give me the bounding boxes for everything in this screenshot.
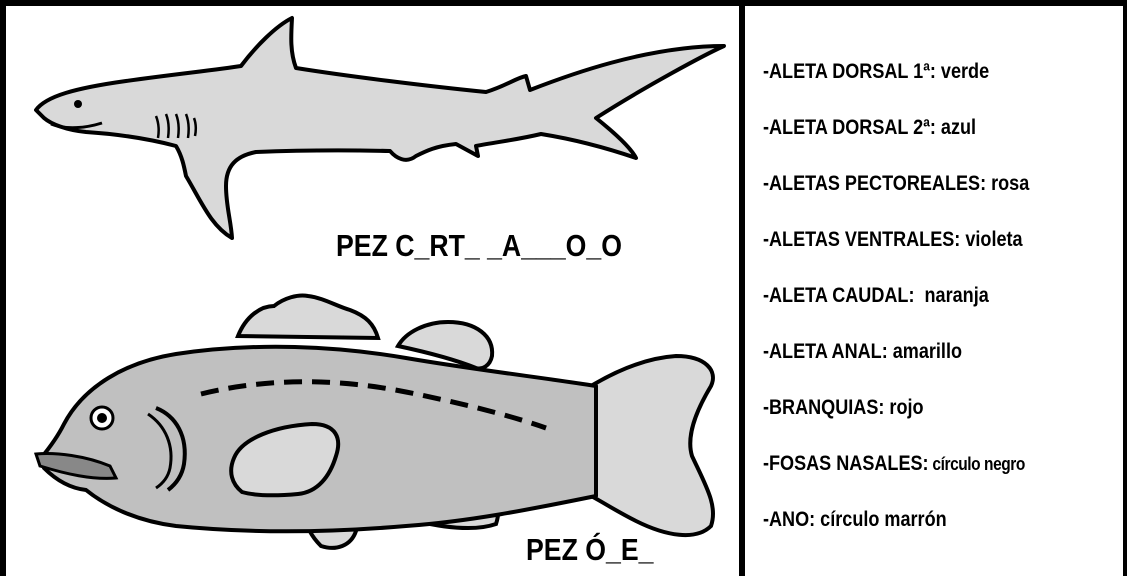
- bass-illustration: [6, 6, 739, 576]
- legend-value: azul: [936, 116, 976, 139]
- legend-label: -ANO:: [763, 508, 815, 531]
- legend-item-anal: -ALETA ANAL: amarillo: [763, 340, 962, 364]
- legend-value: violeta: [960, 228, 1022, 251]
- legend-value: naranja: [914, 284, 988, 307]
- legend-item-dorsal-2: -ALETA DORSAL 2ª: azul: [763, 116, 976, 140]
- bass-tail: [591, 356, 713, 535]
- bass-pupil: [97, 413, 107, 423]
- legend-value: amarillo: [888, 340, 962, 363]
- legend-item-dorsal-1: -ALETA DORSAL 1ª: verde: [763, 60, 989, 84]
- bass-caption: PEZ Ó_E_: [526, 532, 653, 568]
- legend-value: rojo: [884, 396, 923, 419]
- legend-item-ventral: -ALETAS VENTRALES: violeta: [763, 228, 1023, 252]
- legend-item-nostrils: -FOSAS NASALES: círculo negro: [763, 452, 1025, 476]
- legend-item-anus: -ANO: círculo marrón: [763, 508, 947, 532]
- bass-dorsal-fin: [238, 295, 378, 338]
- legend-value: verde: [936, 60, 989, 83]
- illustration-panel: PEZ C_RT_ _A___O_O PEZ Ó_E_: [6, 6, 739, 576]
- legend-label: -ALETA CAUDAL:: [763, 284, 914, 307]
- legend-label: -ALETA ANAL:: [763, 340, 888, 363]
- legend-label: -FOSAS NASALES:: [763, 452, 929, 475]
- legend-label: -ALETAS PECTOREALES:: [763, 172, 986, 195]
- legend-item-gills: -BRANQUIAS: rojo: [763, 396, 924, 420]
- legend-value: círculo negro: [929, 454, 1025, 474]
- legend-label: -ALETAS VENTRALES:: [763, 228, 960, 251]
- legend-label: -BRANQUIAS:: [763, 396, 884, 419]
- legend-label: -ALETA DORSAL 2ª:: [763, 116, 936, 139]
- legend-item-caudal: -ALETA CAUDAL: naranja: [763, 284, 989, 308]
- legend-value: rosa: [986, 172, 1029, 195]
- legend-panel: -ALETA DORSAL 1ª: verde -ALETA DORSAL 2ª…: [745, 6, 1123, 576]
- legend-value: círculo marrón: [815, 508, 946, 531]
- legend-item-pectoral: -ALETAS PECTOREALES: rosa: [763, 172, 1029, 196]
- legend-label: -ALETA DORSAL 1ª:: [763, 60, 936, 83]
